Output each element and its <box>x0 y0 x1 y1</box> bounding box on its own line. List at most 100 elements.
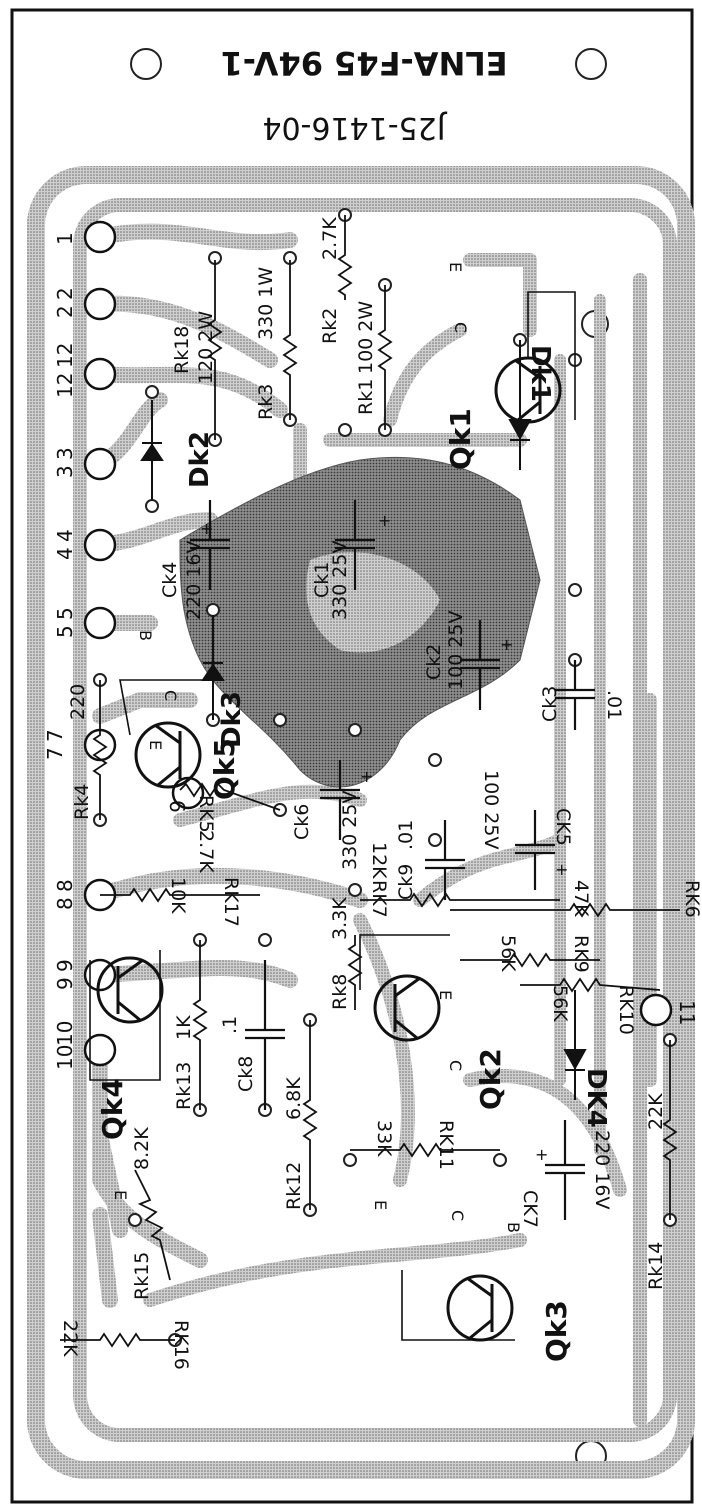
pad-11 <box>639 993 673 1027</box>
ck5-ref: CK5 <box>552 808 574 846</box>
terminal-e-qk1: E <box>446 262 465 272</box>
svg-text:+: + <box>360 767 373 786</box>
rk2-value: 2.7K <box>319 217 341 260</box>
terminal-e-qk4: E <box>111 1190 130 1200</box>
rk2-ref: Rk2 <box>319 308 341 344</box>
terminal-e-qk3: E <box>371 1200 390 1210</box>
transistor-qk4 <box>89 950 164 1081</box>
rk12-value: 6.8K <box>283 1077 305 1120</box>
ck2-ref: Ck2 <box>423 644 445 680</box>
svg-text:+: + <box>535 1145 548 1164</box>
resistor-rk14 <box>662 1040 678 1220</box>
terminal-b-qk5: B <box>136 630 155 641</box>
rk14-value: 22K <box>645 1093 667 1130</box>
rk14-ref: Rk14 <box>645 1242 667 1290</box>
pin-label-3: 3 <box>53 465 77 478</box>
resistor-rk4 <box>92 680 108 820</box>
pad-3 <box>83 447 117 481</box>
pin-label-7b: 7 <box>43 729 67 742</box>
resistor-symbols <box>60 215 680 1348</box>
capacitor-ck4: + <box>190 500 230 590</box>
terminal-c-qk1: C <box>451 322 470 333</box>
ck8-value: .1 <box>219 1016 241 1034</box>
diode-dk4 <box>563 990 587 1100</box>
ck8-ref: Ck8 <box>235 1056 257 1092</box>
qk4-label: Qk4 <box>96 1078 129 1140</box>
diode-symbols <box>140 340 587 1100</box>
pin-label-9b: 9 <box>53 959 77 972</box>
pin-label-4: 4 <box>53 547 77 560</box>
terminal-e-qk5: E <box>146 740 165 750</box>
pin-label-6: 6 <box>165 800 189 813</box>
capacitor-ck2: + <box>460 620 513 710</box>
rk9-value-visible: 56K <box>497 935 519 972</box>
resistor-rk11 <box>350 1142 500 1158</box>
pin-label-4b: 4 <box>53 529 77 542</box>
capacitor-ck1: + <box>335 500 391 590</box>
resistor-rk1 <box>377 285 393 430</box>
pin-label-12b: 12 <box>53 343 77 368</box>
svg-text:+: + <box>555 860 568 879</box>
rk1-ref: Rk1 <box>355 379 377 415</box>
rk13-value: 1K <box>173 1015 195 1040</box>
diode-dk2 <box>140 400 164 500</box>
rk11-ref: RK11 <box>435 1120 457 1170</box>
rk17-value: 10K <box>167 877 189 914</box>
pad-2 <box>83 287 117 321</box>
pad-1 <box>83 220 117 254</box>
rk1-value: 100 2W <box>355 301 377 374</box>
dk2-label: Dk2 <box>185 431 215 488</box>
mounting-hole <box>575 48 607 80</box>
rk9-ref: RK9 <box>570 935 592 973</box>
ck4-ref: Ck4 <box>159 562 181 598</box>
terminal-b-qk3: B <box>504 1222 523 1233</box>
ck1-ref: Ck1 <box>311 562 333 598</box>
board-part-number: J25-1416-04 <box>262 110 447 145</box>
rk15-ref: Rk15 <box>131 1252 153 1300</box>
capacitor-ck9 <box>425 820 465 900</box>
pad-12 <box>83 357 117 391</box>
rk18-value-visible: 120 2W <box>195 311 217 384</box>
resistor-rk12 <box>302 1020 318 1210</box>
rk11-value: 33K <box>373 1120 395 1157</box>
rk6-ref: RK6 <box>681 880 702 918</box>
ck1-value: 330 25V <box>329 541 351 620</box>
connector-pads <box>83 220 673 1067</box>
pin-label-8: 8 <box>53 897 77 910</box>
resistor-rk8 <box>347 935 363 1010</box>
capacitor-ck6: + <box>320 760 373 840</box>
ck9-value: .01 <box>395 820 417 850</box>
ck9-ref: Ck9 <box>395 864 417 900</box>
svg-text:+: + <box>200 519 213 538</box>
resistor-rk10 <box>520 977 661 993</box>
rk3-ref: Rk3 <box>255 384 277 420</box>
ck3-ref: Ck3 <box>539 686 561 722</box>
terminal-c-qk5: C <box>161 690 180 701</box>
terminal-e-qk2: E <box>436 990 455 1000</box>
pin-label-7: 7 <box>43 747 67 760</box>
pin-label-1: 1 <box>53 232 77 245</box>
rk8-ref: Rk8 <box>329 974 351 1010</box>
rk10-ref: RK10 <box>615 985 637 1035</box>
pad-4 <box>83 528 117 562</box>
rk16-value: 22K <box>59 1320 81 1357</box>
resistor-rk13 <box>192 940 208 1110</box>
ck4-value-shown: 220 16V <box>183 541 205 620</box>
svg-text:+: + <box>500 635 513 654</box>
qk3-label: Qk3 <box>540 1300 573 1362</box>
rk3-value: 330 1W <box>255 267 277 340</box>
resistor-rk16 <box>60 1332 175 1348</box>
transistor-qk2 <box>359 934 450 1042</box>
terminal-c-qk2: C <box>446 1060 465 1071</box>
pin-label-11: 11 <box>675 1000 699 1025</box>
transistor-qk5 <box>119 679 210 789</box>
capacitor-ck3 <box>555 660 595 730</box>
rk5-value: 2.7K <box>195 830 217 873</box>
ck7-ref: CK7 <box>519 1190 541 1228</box>
resistor-rk7 <box>360 892 560 908</box>
rk4-ref: Rk4 <box>71 784 93 820</box>
pad-5 <box>83 606 117 640</box>
ck7-value: 220 16V <box>591 1130 613 1209</box>
resistor-rk17 <box>100 887 260 903</box>
